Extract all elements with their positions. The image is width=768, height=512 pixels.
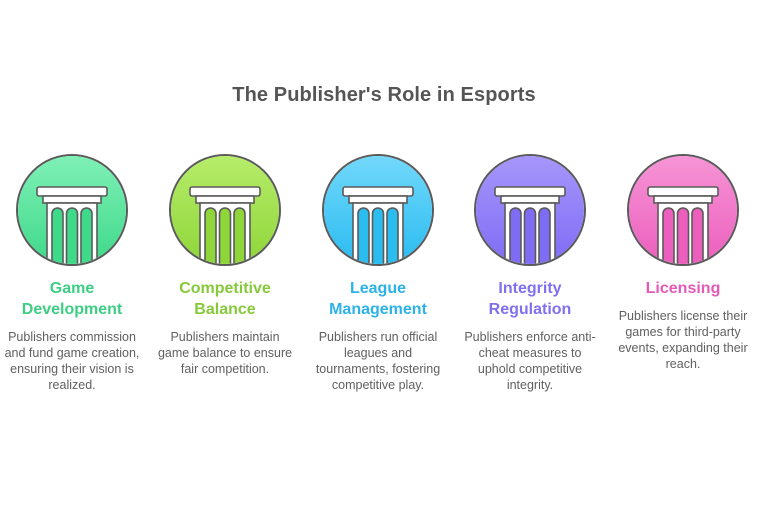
- role-heading-line1: Competitive: [179, 280, 271, 297]
- role-description: Publishers maintain game balance to ensu…: [157, 330, 293, 376]
- role-circle: [627, 154, 739, 266]
- role-description: Publishers license their games for third…: [618, 309, 748, 371]
- role-item-0: Game Development Publishers commission a…: [0, 154, 148, 393]
- role-description: Publishers run official leagues and tour…: [315, 330, 441, 392]
- role-heading-line1: Licensing: [645, 280, 721, 297]
- role-heading: Competitive Balance: [179, 278, 271, 320]
- role-heading: League Management: [329, 278, 427, 320]
- role-description: Publishers enforce anti-cheat measures t…: [464, 330, 596, 392]
- role-heading-line1: Game: [49, 280, 95, 297]
- role-heading-line2: Regulation: [488, 301, 572, 318]
- pillar-icon: [171, 156, 279, 264]
- pillar-icon: [629, 156, 737, 264]
- pillar-icon: [18, 156, 126, 264]
- pillar-icon: [476, 156, 584, 264]
- role-heading: Licensing: [646, 278, 721, 299]
- role-heading-line1: Integrity: [498, 280, 562, 297]
- role-item-3: Integrity Regulation Publishers enforce …: [454, 154, 606, 393]
- role-heading-line2: Management: [329, 301, 427, 318]
- role-circle: [322, 154, 434, 266]
- role-heading: Integrity Regulation: [489, 278, 572, 320]
- role-heading-line2: Development: [21, 301, 123, 318]
- role-heading-line2: Balance: [194, 301, 256, 318]
- role-circle: [169, 154, 281, 266]
- role-item-2: League Management Publishers run officia…: [302, 154, 454, 393]
- role-circle: [474, 154, 586, 266]
- role-heading: Game Development: [22, 278, 122, 320]
- role-description: Publishers commission and fund game crea…: [4, 330, 140, 392]
- role-circle: [16, 154, 128, 266]
- role-heading-line1: League: [349, 280, 406, 297]
- role-item-1: Competitive Balance Publishers maintain …: [149, 154, 301, 377]
- diagram-title: The Publisher's Role in Esports: [232, 84, 536, 106]
- pillar-icon: [324, 156, 432, 264]
- role-item-4: Licensing Publishers license their games…: [607, 154, 759, 372]
